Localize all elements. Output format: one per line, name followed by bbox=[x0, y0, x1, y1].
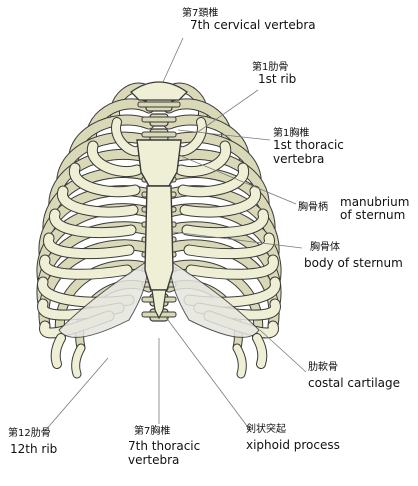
label-t7-en2: vertebra bbox=[128, 452, 180, 467]
leader-manubrium bbox=[180, 155, 297, 205]
anterior-rib-5-left bbox=[50, 209, 136, 238]
label-rib12-en: 12th rib bbox=[10, 442, 58, 457]
label-c7-jp: 第7頚椎 bbox=[182, 8, 219, 19]
anterior-rib-4-right bbox=[180, 186, 260, 217]
label-body-sternum-jp: 胸骨体 bbox=[310, 242, 340, 253]
label-rib1-en: 1st rib bbox=[258, 72, 297, 87]
anterior-rib-2-right bbox=[176, 141, 231, 176]
label-manubrium-en2: of sternum bbox=[340, 208, 406, 223]
sternal-body bbox=[144, 185, 174, 291]
anterior-rib-6-right bbox=[184, 233, 274, 259]
anterior-rib-5-right bbox=[182, 209, 268, 238]
label-body-sternum: 胸骨体 body of sternum bbox=[304, 242, 403, 271]
leader-rib12 bbox=[43, 357, 109, 433]
label-xiphoid: 剣状突起 xiphoid process bbox=[246, 424, 340, 453]
label-t1: 第1胸椎 1st thoracic vertebra bbox=[273, 128, 344, 166]
label-rib1-jp: 第1肋骨 bbox=[252, 62, 289, 73]
label-costal-cartilage-jp: 肋軟骨 bbox=[308, 362, 338, 373]
floating-rib-11-right bbox=[253, 334, 267, 368]
transverse-process-2 bbox=[137, 101, 181, 108]
leader-xiphoid bbox=[164, 315, 251, 431]
label-xiphoid-en: xiphoid process bbox=[246, 438, 340, 453]
anterior-rib-1-left bbox=[112, 118, 143, 156]
anterior-rib-3-right bbox=[178, 163, 248, 197]
label-manubrium-jp: 胸骨柄 bbox=[298, 202, 328, 213]
sternum bbox=[136, 139, 182, 320]
transverse-process-4 bbox=[141, 131, 177, 138]
label-t1-en2: vertebra bbox=[273, 151, 325, 166]
label-t7-jp: 第7胸椎 bbox=[134, 426, 171, 437]
label-xiphoid-jp: 剣状突起 bbox=[246, 424, 286, 435]
costal-cartilage-left bbox=[58, 259, 150, 338]
label-manubrium-en1: manubrium bbox=[340, 195, 410, 209]
costal-cartilage-shape bbox=[58, 259, 260, 338]
label-t7: 第7胸椎 7th thoracic vertebra bbox=[128, 426, 200, 467]
anterior-rib-6-left bbox=[44, 233, 134, 259]
label-costal-cartilage: 肋軟骨 costal cartilage bbox=[308, 362, 400, 391]
xiphoid bbox=[151, 289, 167, 320]
floating-rib-12-right bbox=[233, 344, 246, 378]
label-c7: 第7頚椎 7th cervical vertebra bbox=[182, 8, 316, 33]
leader-rib1 bbox=[197, 89, 259, 133]
label-t7-en1: 7th thoracic bbox=[128, 439, 201, 454]
anterior-rib-7-left bbox=[40, 255, 132, 279]
anterior-rib-1-right bbox=[175, 118, 206, 156]
label-manubrium-en: manubrium of sternum bbox=[340, 195, 410, 223]
floating-rib-12-left bbox=[72, 344, 85, 378]
label-costal-cartilage-en: costal cartilage bbox=[308, 376, 401, 391]
costal-cartilage-right bbox=[168, 259, 260, 338]
anterior-rib-2-left bbox=[87, 141, 142, 176]
leader-c7 bbox=[162, 37, 184, 83]
anterior-rib-4-left bbox=[58, 186, 138, 217]
cervical-vertebra-7 bbox=[129, 81, 189, 101]
label-body-sternum-en: body of sternum bbox=[304, 256, 403, 271]
label-t1-en1: 1st thoracic bbox=[273, 138, 344, 153]
transverse-process-3 bbox=[141, 116, 177, 123]
leader-lines bbox=[43, 37, 307, 433]
label-rib1: 第1肋骨 1st rib bbox=[252, 62, 296, 87]
label-c7-en: 7th cervical vertebra bbox=[190, 18, 316, 33]
leader-body-sternum bbox=[172, 231, 303, 249]
anterior-rib-7-right bbox=[186, 255, 278, 279]
label-t1-jp: 第1胸椎 bbox=[273, 128, 310, 139]
floating-rib-11-left bbox=[51, 334, 65, 368]
leader-costal-cartilage bbox=[259, 329, 307, 373]
label-rib12: 第12肋骨 12th rib bbox=[8, 428, 57, 457]
anterior-rib-3-left bbox=[70, 163, 140, 197]
label-manubrium: 胸骨柄 bbox=[298, 196, 328, 214]
label-rib12-jp: 第12肋骨 bbox=[8, 428, 51, 439]
leader-t1 bbox=[177, 129, 271, 141]
